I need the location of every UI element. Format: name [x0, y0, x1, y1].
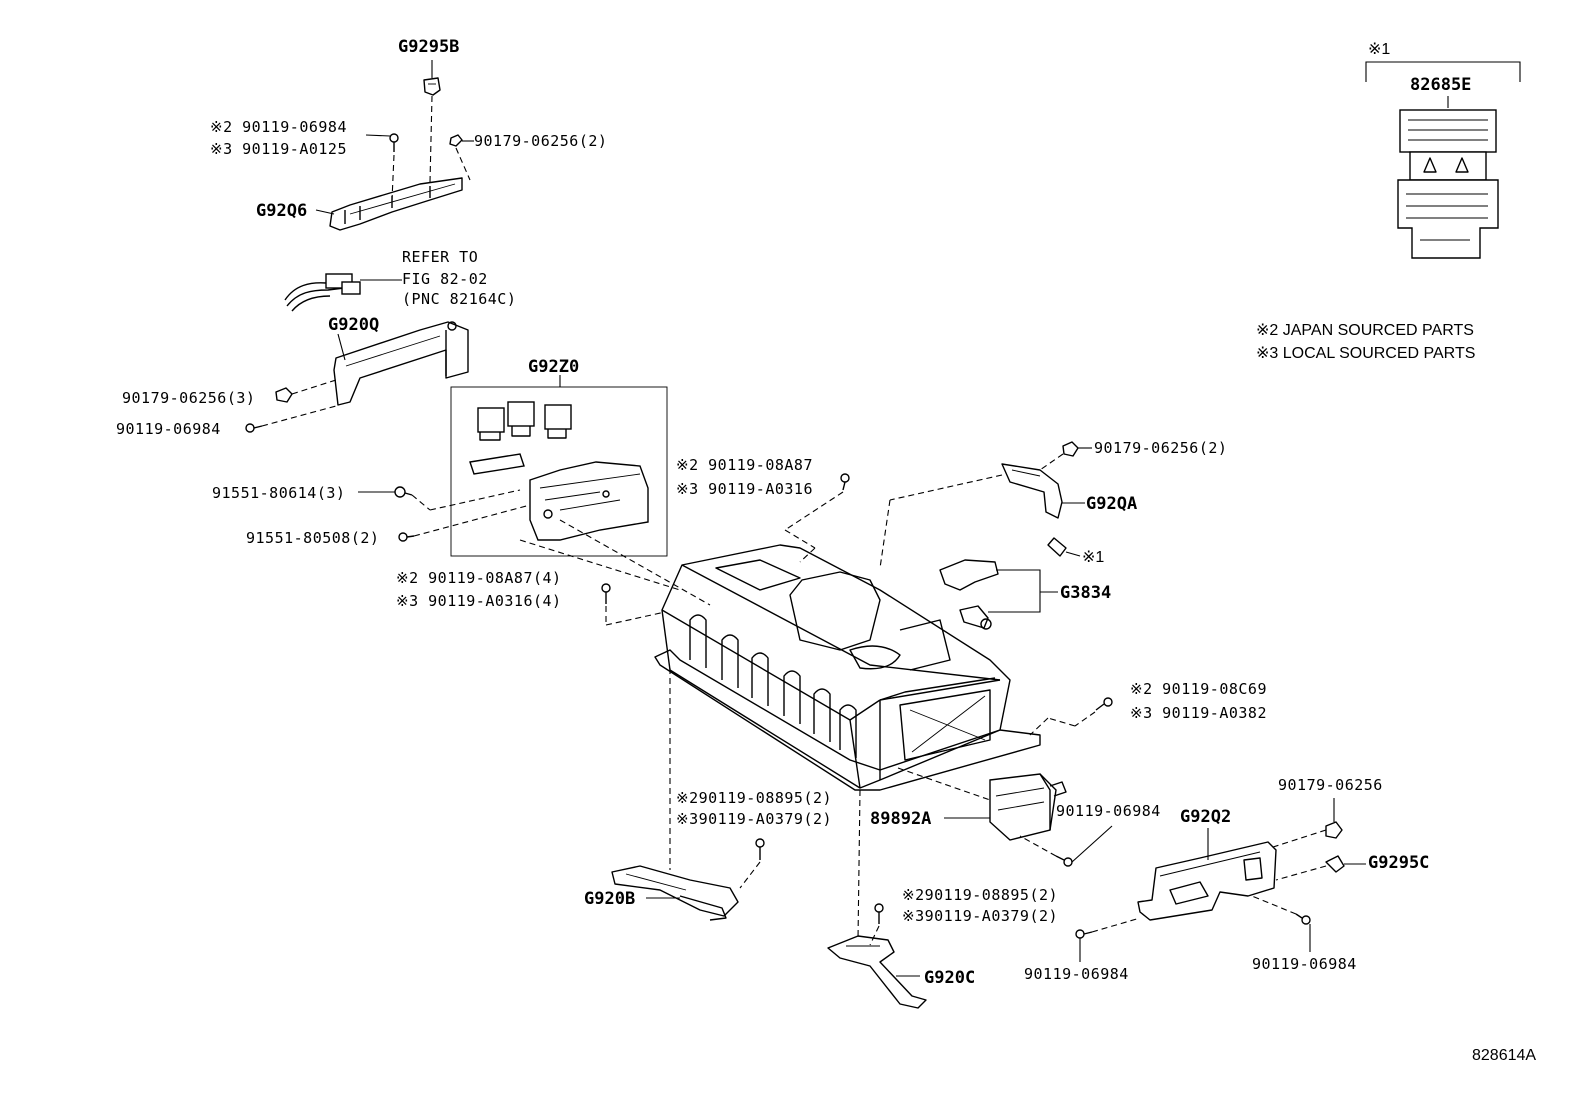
label-g92z0: G92Z0	[528, 357, 579, 377]
label-g92q6: G92Q6	[256, 201, 307, 221]
legend-japan-sourced: ※2 JAPAN SOURCED PARTS	[1256, 322, 1474, 339]
wire-harness-part	[284, 273, 361, 312]
label-90179-06256-3: 90179-06256(3)	[122, 389, 255, 407]
label-90179-06256-top: 90179-06256(2)	[474, 132, 607, 150]
label-91551-80508: 91551-80508(2)	[246, 529, 379, 547]
bolt-90119-06984-bl	[1075, 929, 1093, 939]
bolt-08a87-4	[601, 583, 611, 604]
clip-g9295c-part	[1325, 855, 1345, 873]
label-90119-06984-mid: 90119-06984	[1056, 802, 1161, 820]
sensor-g3834-part	[939, 559, 999, 630]
label-g9295c: G9295C	[1368, 853, 1429, 873]
label-g9295b: G9295B	[398, 37, 459, 57]
bolt-91551-80614	[394, 486, 413, 498]
label-g92qa: G92QA	[1086, 494, 1137, 514]
figure-id: 828614A	[1472, 1047, 1536, 1064]
label-90119-08895-mid: ※290119-08895(2)	[902, 886, 1058, 904]
label-90119-08c69: ※2 90119-08C69	[1130, 680, 1267, 698]
label-90119-06984-br: 90119-06984	[1252, 955, 1357, 973]
label-90119-a0379-left: ※390119-A0379(2)	[676, 810, 832, 828]
label-89892a: 89892A	[870, 809, 931, 829]
bracket-g92q2-part	[1137, 841, 1277, 921]
bolt-08c69	[1095, 697, 1113, 711]
legend-local-sourced: ※3 LOCAL SOURCED PARTS	[1256, 345, 1475, 362]
label-90119-a0316: ※3 90119-A0316	[676, 480, 813, 498]
label-90119-a0125: ※3 90119-A0125	[210, 140, 347, 158]
bracket-g920q-part	[333, 321, 469, 406]
bracket-g920c-part	[827, 935, 927, 1009]
nut-90179-06256-right	[1062, 441, 1079, 457]
warning-label-82685e-part	[1365, 61, 1521, 259]
label-91551-80614: 91551-80614(3)	[212, 484, 345, 502]
bolt-90119-06984-mid	[1055, 855, 1073, 867]
label-g920c: G920C	[924, 968, 975, 988]
nut-90179-06256-top	[449, 134, 463, 147]
label-sticker-part	[1047, 537, 1067, 557]
label-g92q2: G92Q2	[1180, 807, 1231, 827]
label-g920q: G920Q	[328, 315, 379, 335]
label-90119-a0382: ※3 90119-A0382	[1130, 704, 1267, 722]
label-refer-to: REFER TO	[402, 248, 478, 266]
hv-battery-assembly-part	[654, 544, 1041, 791]
bolt-08a87-top	[840, 473, 850, 491]
label-90119-06984-left: 90119-06984	[116, 420, 221, 438]
label-90119-a0379-mid: ※390119-A0379(2)	[902, 907, 1058, 925]
bolt-90119-06984-left	[245, 423, 263, 433]
label-90179-06256-br: 90179-06256	[1278, 776, 1383, 794]
label-82685e: 82685E	[1410, 75, 1471, 95]
label-90179-06256-right: 90179-06256(2)	[1094, 439, 1227, 457]
label-90119-a0316-4: ※3 90119-A0316(4)	[396, 592, 562, 610]
bracket-g92qa-part	[1001, 463, 1063, 519]
label-fig-82-02: FIG 82-02	[402, 270, 488, 288]
clip-g9295b-part	[423, 77, 441, 96]
bracket-g920b-part	[611, 865, 739, 921]
g92z0-group-box	[450, 386, 668, 557]
ecu-89892a-part	[989, 773, 1067, 841]
nut-90179-06256-3	[275, 387, 293, 403]
relay-block-part	[469, 401, 649, 541]
label-90119-08a87-4: ※2 90119-08A87(4)	[396, 569, 562, 587]
label-90119-06984-bl: 90119-06984	[1024, 965, 1129, 983]
bolt-91551-80508	[398, 532, 415, 542]
nut-90179-06256-br	[1325, 821, 1343, 839]
bolt-08895-left	[755, 838, 765, 860]
label-90119-08a87: ※2 90119-08A87	[676, 456, 813, 474]
label-g3834: G3834	[1060, 583, 1111, 603]
bolt-90119-06984-top	[389, 133, 399, 152]
label-g920b: G920B	[584, 889, 635, 909]
bolt-08895-mid	[874, 903, 884, 924]
label-x1-top: ※1	[1368, 41, 1390, 58]
label-90119-08895-left: ※290119-08895(2)	[676, 789, 832, 807]
label-pnc-82164c: (PNC 82164C)	[402, 290, 516, 308]
label-90119-06984-japan: ※2 90119-06984	[210, 118, 347, 136]
bracket-g92q6-part	[329, 177, 463, 231]
bolt-90119-06984-br	[1295, 913, 1311, 925]
label-note-x1: ※1	[1082, 549, 1104, 566]
